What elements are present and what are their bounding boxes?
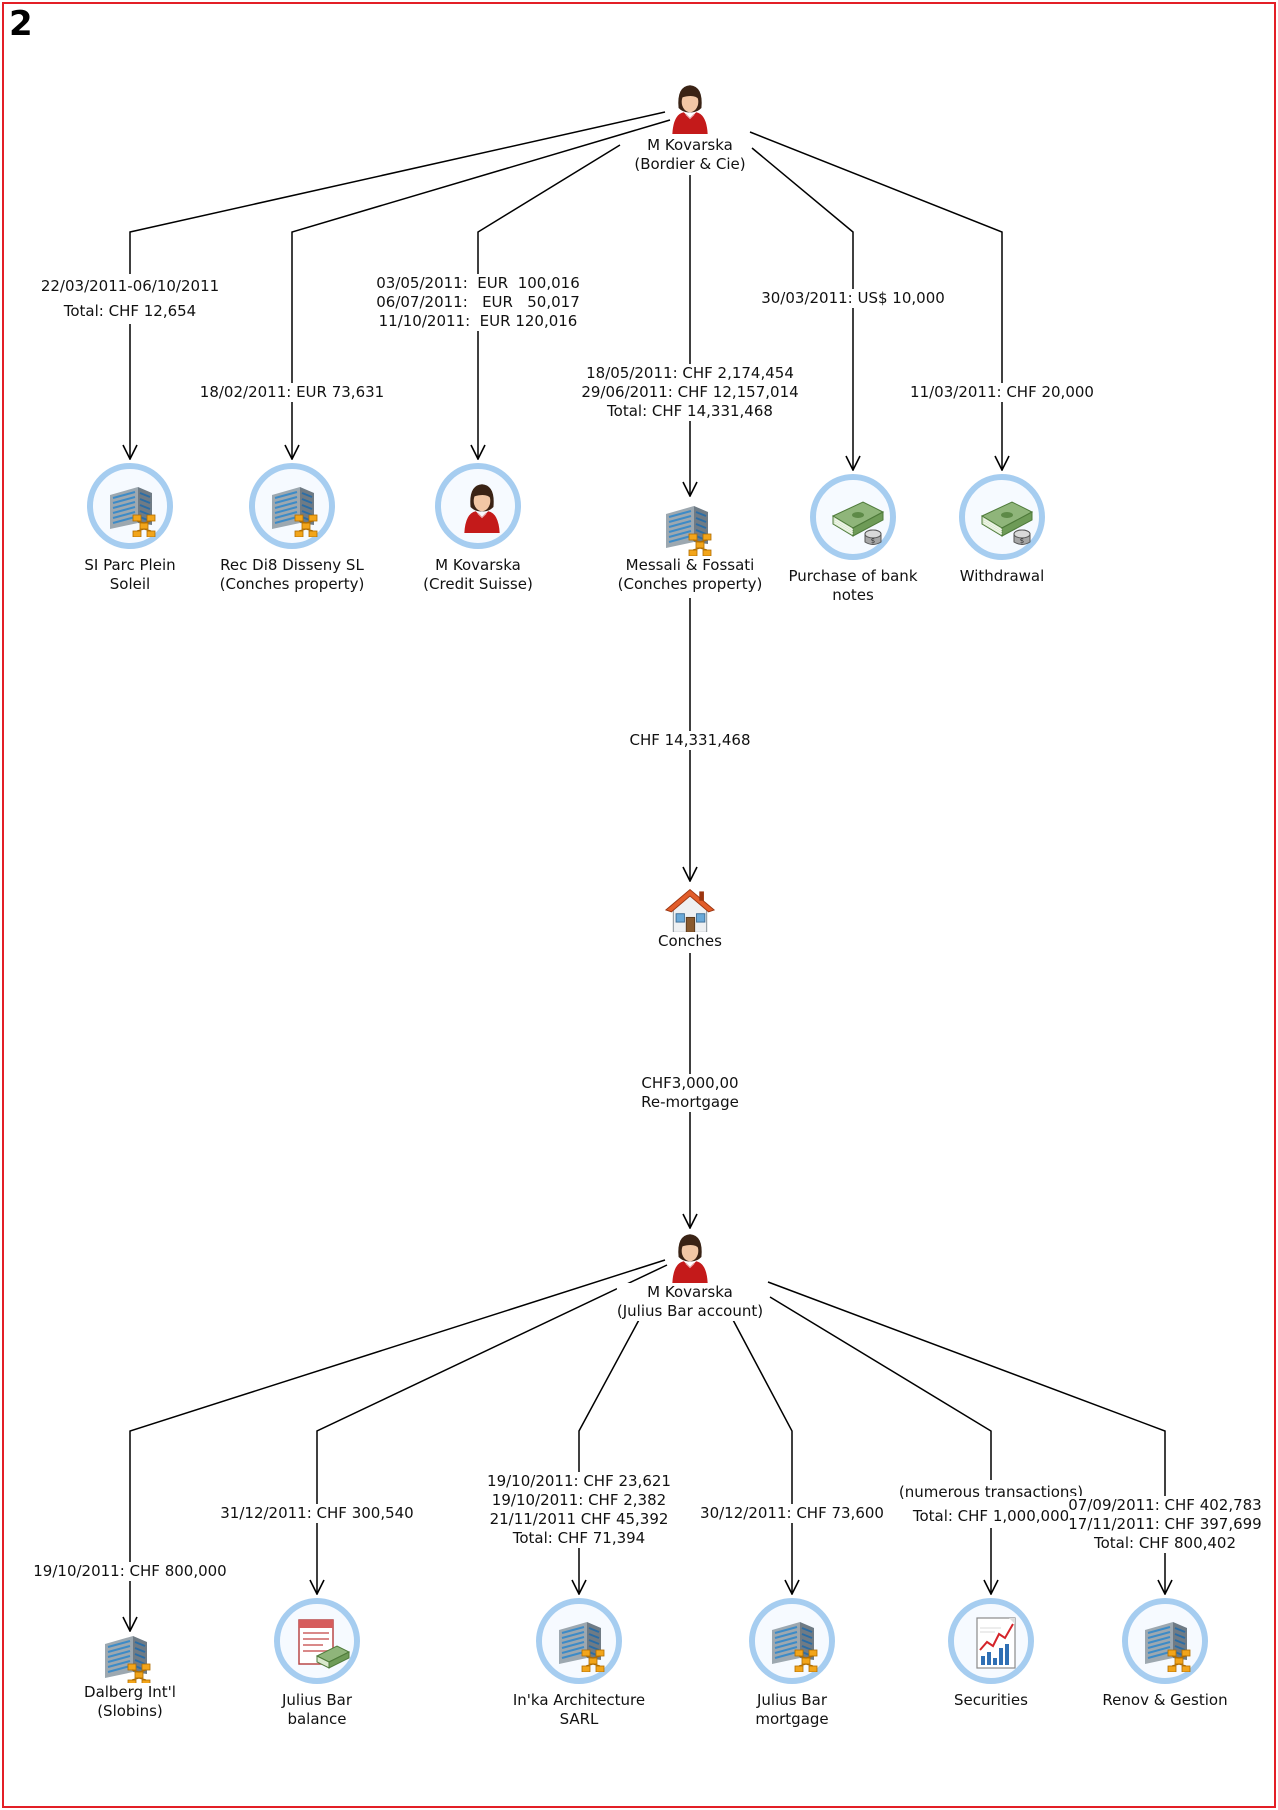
node-conches[interactable]: Conches [658,932,722,951]
account-statement-icon [293,1616,353,1672]
company-building-icon [768,1616,828,1672]
edge-label-inka: 19/10/2011: CHF 23,621 19/10/2011: CHF 2… [487,1472,671,1548]
edge-to-securities [769,1296,991,1594]
node-si-parc[interactable]: SI Parc Plein Soleil [84,556,176,594]
node-dalberg[interactable]: Dalberg Int'l (Slobins) [84,1683,176,1721]
company-building-icon [101,1630,161,1691]
edge-label-remortgage: CHF3,000,00 Re-mortgage [641,1074,739,1112]
company-building-icon [1141,1616,1201,1672]
node-renov-icon[interactable] [1122,1598,1208,1684]
edge-label-dalberg: 19/10/2011: CHF 800,000 [33,1562,227,1581]
node-jb-mortgage-icon[interactable] [749,1598,835,1684]
company-building-icon [268,481,328,537]
node-kovarska-bordier[interactable]: M Kovarska (Bordier & Cie) [634,136,746,174]
node-kovarska-cs[interactable]: M Kovarska (Credit Suisse) [423,556,533,594]
edge-to-jb-balance [317,1264,668,1594]
edge-to-si-parc [130,111,666,459]
node-securities[interactable]: Securities [954,1691,1028,1710]
edge-label-kovarska-cs: 03/05/2011: EUR 100,016 06/07/2011: EUR … [376,274,580,331]
node-bank-notes-icon[interactable] [810,474,896,560]
edge-to-kovarska-cs [478,144,621,459]
person-icon [667,80,713,139]
edge-to-bank-notes [751,147,853,470]
node-withdrawal-icon[interactable] [959,474,1045,560]
node-rec-di8-icon[interactable] [249,463,335,549]
node-si-parc-icon[interactable] [87,463,173,549]
figure-number: 2 [9,4,33,44]
cash-icon [978,492,1038,548]
edge-label-messali-conches: CHF 14,331,468 [629,731,751,750]
edge-label-messali: 18/05/2011: CHF 2,174,454 29/06/2011: CH… [581,364,799,421]
edge-label-withdrawal: 11/03/2011: CHF 20,000 [910,383,1094,402]
edge-to-jb-mortgage [731,1317,792,1594]
edge-label-renov: 07/09/2011: CHF 402,783 17/11/2011: CHF … [1068,1496,1262,1553]
person-icon [667,1229,713,1288]
node-inka-icon[interactable] [536,1598,622,1684]
node-messali[interactable]: Messali & Fossati (Conches property) [617,556,763,594]
edge-label-jb-mortgage: 30/12/2011: CHF 73,600 [700,1504,884,1523]
edge-label-bank-notes: 30/03/2011: US$ 10,000 [761,289,945,308]
node-jb-balance[interactable]: Julius Bar balance [281,1691,353,1729]
company-building-icon [106,481,166,537]
node-securities-icon[interactable] [948,1598,1034,1684]
node-jb-balance-icon[interactable] [274,1598,360,1684]
node-renov[interactable]: Renov & Gestion [1102,1691,1228,1710]
node-kovarska-cs-icon[interactable] [435,463,521,549]
edge-to-inka [579,1317,641,1594]
node-inka[interactable]: In'ka Architecture SARL [512,1691,646,1729]
node-rec-di8[interactable]: Rec Di8 Disseny SL (Conches property) [219,556,365,594]
person-icon [459,479,505,533]
node-bank-notes[interactable]: Purchase of bank notes [788,567,918,605]
company-building-icon [662,500,722,561]
cash-icon [829,492,889,548]
edge-label-securities: (numerous transactions) Total: CHF 1,000… [898,1480,1084,1528]
node-jb-mortgage[interactable]: Julius Bar mortgage [755,1691,829,1729]
node-kovarska-jb[interactable]: M Kovarska (Julius Bar account) [616,1283,764,1321]
edge-label-rec-di8: 18/02/2011: EUR 73,631 [199,383,385,402]
company-building-icon [555,1616,615,1672]
node-withdrawal[interactable]: Withdrawal [959,567,1045,586]
edge-label-si-parc: 22/03/2011-06/10/2011 Total: CHF 12,654 [40,274,220,324]
edge-label-jb-balance: 31/12/2011: CHF 300,540 [220,1504,414,1523]
securities-chart-icon [967,1616,1027,1672]
